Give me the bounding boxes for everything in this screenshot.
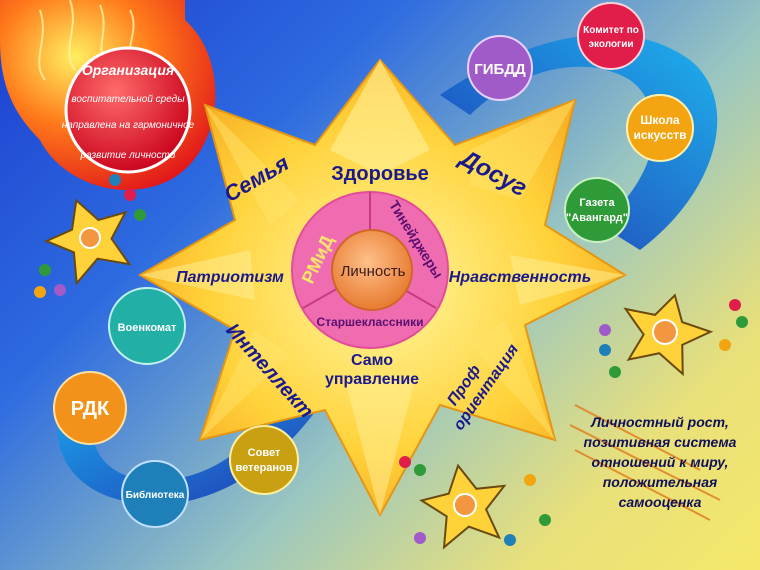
- partner-voenkomat: Военкомат: [108, 287, 186, 365]
- title-line-2: воспитательной среды: [71, 94, 185, 105]
- result-statement: Личностный рост, позитивная система отно…: [560, 412, 760, 512]
- title-line-1: Организация: [82, 62, 174, 78]
- title-line-3: направлена на гармоничное: [62, 120, 195, 131]
- svg-text:искусств: искусств: [633, 128, 686, 142]
- svg-text:ГИБДД: ГИБДД: [474, 61, 526, 78]
- result-line-2: позитивная система: [583, 434, 737, 450]
- svg-text:Библиотека: Библиотека: [126, 489, 185, 501]
- partner-gibdd: ГИБДД: [467, 35, 533, 101]
- core-circle: [331, 229, 413, 311]
- partner-art-school: Школа искусств: [626, 94, 694, 162]
- svg-text:РДК: РДК: [71, 398, 110, 420]
- decor-star-left: [43, 198, 132, 286]
- partner-newspaper: Газета "Авангард": [564, 177, 630, 243]
- svg-text:Школа: Школа: [640, 113, 680, 127]
- top-band: [440, 34, 718, 250]
- title-ball: [64, 46, 192, 174]
- decor-star-right: [623, 293, 714, 377]
- partner-library: Библиотека: [121, 460, 189, 528]
- partner-rdk: РДК: [53, 371, 127, 445]
- ray-samo-line2: управление: [325, 371, 419, 388]
- ray-nravstvennost: Нравственность: [449, 269, 592, 286]
- ring-label-seniors: Старшеклассники: [316, 315, 423, 329]
- ray-samo-line1: Само: [351, 352, 393, 369]
- title-line-4: развитие личности: [80, 150, 176, 161]
- svg-text:Военкомат: Военкомат: [118, 322, 177, 334]
- result-line-5: самооценка: [618, 494, 702, 510]
- svg-text:Газета: Газета: [579, 197, 615, 209]
- svg-text:Совет: Совет: [248, 447, 281, 459]
- ray-patriotizm: Патриотизм: [176, 269, 284, 286]
- ray-zdorovye: Здоровье: [331, 163, 429, 185]
- result-line-4: положительная: [602, 474, 718, 490]
- partner-veterans: Совет ветеранов: [229, 425, 299, 495]
- quote-streaks: [569, 404, 721, 521]
- svg-text:экологии: экологии: [588, 39, 633, 50]
- svg-text:Комитет по: Комитет по: [583, 25, 639, 36]
- svg-text:ветеранов: ветеранов: [235, 462, 292, 474]
- partner-ecology: Комитет по экологии: [577, 2, 645, 70]
- result-line-1: Личностный рост,: [591, 414, 729, 430]
- decor-star-bottom: [419, 463, 507, 550]
- result-line-3: отношений к миру,: [591, 454, 729, 470]
- svg-text:"Авангард": "Авангард": [566, 212, 628, 224]
- core-label: Личность: [341, 263, 406, 280]
